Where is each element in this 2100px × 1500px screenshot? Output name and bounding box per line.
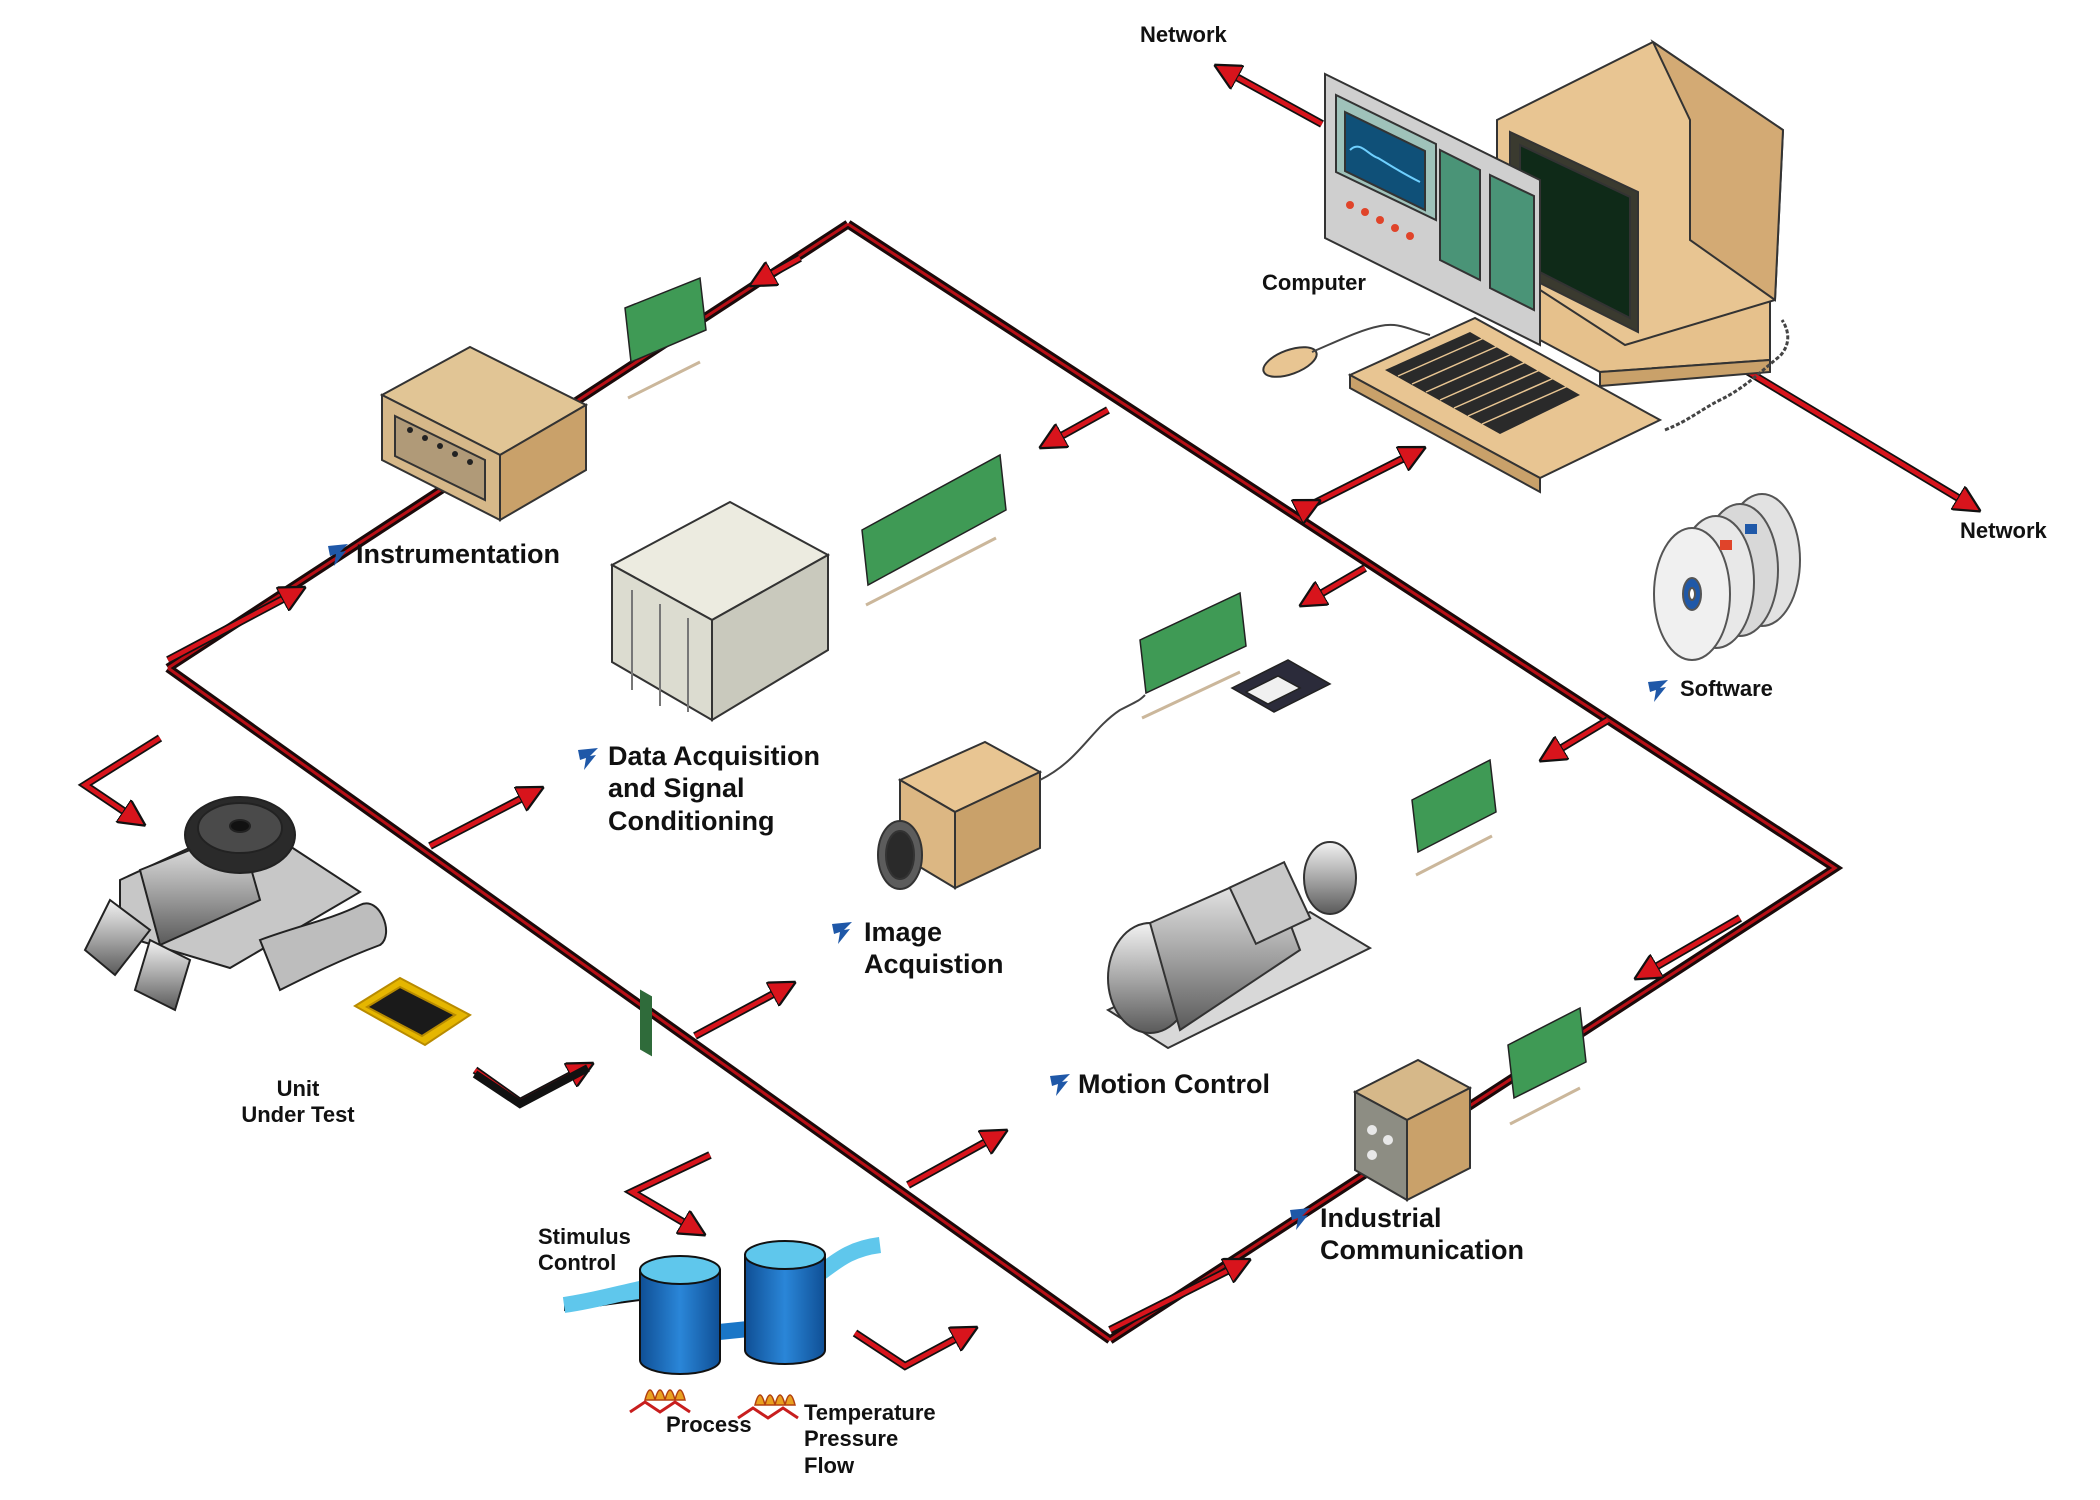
branch-arrows xyxy=(77,68,1975,1371)
uut-label-line2: Under Test xyxy=(241,1102,355,1128)
software-discs xyxy=(1653,493,1801,661)
daq-chassis xyxy=(609,500,831,1057)
uut-label-line1: Unit xyxy=(276,1076,320,1101)
ni-logo-icon xyxy=(1290,1208,1310,1230)
software-label: Software xyxy=(1680,676,1773,701)
process-tanks xyxy=(562,1237,882,1420)
industrial-label-line1: Industrial xyxy=(1320,1203,1442,1233)
daq-label-line2: and Signal xyxy=(608,773,745,804)
motion-control-label: Motion Control xyxy=(1078,1069,1270,1099)
process-label: Process xyxy=(666,1412,752,1437)
unit-under-test-label: Unit Under Test xyxy=(218,1076,378,1129)
stimulus-control-label: Stimulus Control xyxy=(538,1224,631,1277)
engine xyxy=(83,796,388,1012)
instrumentation-label: Instrumentation xyxy=(356,539,561,569)
motor xyxy=(1105,841,1373,1050)
network-right-label: Network xyxy=(1960,518,2047,543)
computer-label: Computer xyxy=(1262,270,1366,295)
ni-logo-icon xyxy=(832,922,852,944)
chip xyxy=(353,976,472,1047)
temperature-pressure-flow-label: Temperature Pressure Flow xyxy=(804,1400,936,1479)
daq-label-line3: Conditioning xyxy=(608,805,775,836)
daq-label-line1: Data Acquisition xyxy=(608,741,821,771)
plug-in-boards xyxy=(624,276,1587,1126)
instrument-box xyxy=(379,345,589,522)
floppy-disk xyxy=(1230,659,1332,713)
temp-label-line1: Temperature xyxy=(804,1400,936,1425)
image-label-line2: Acquistion xyxy=(864,949,1004,980)
image-label-line1: Image xyxy=(864,917,943,947)
image-acquisition-label: Image Acquistion xyxy=(864,916,1004,981)
stimulus-label-line2: Control xyxy=(538,1250,617,1276)
daq-label: Data Acquisition and Signal Conditioning xyxy=(608,740,820,837)
computer-illustration xyxy=(1262,39,1790,494)
ni-logo-icon xyxy=(1648,680,1668,702)
industrial-communication-label: Industrial Communication xyxy=(1320,1202,1524,1267)
temp-label-line2: Pressure xyxy=(804,1426,899,1452)
network-top-label: Network xyxy=(1140,22,1227,47)
industrial-box xyxy=(1352,1058,1473,1202)
temp-label-line3: Flow xyxy=(804,1452,855,1478)
camera xyxy=(877,694,1146,890)
industrial-label-line2: Communication xyxy=(1320,1235,1525,1266)
stimulus-label-line1: Stimulus xyxy=(538,1224,631,1249)
ni-logo-icon xyxy=(1050,1074,1070,1096)
ni-logo-icon xyxy=(578,748,598,770)
ni-logo-icon xyxy=(328,544,348,566)
